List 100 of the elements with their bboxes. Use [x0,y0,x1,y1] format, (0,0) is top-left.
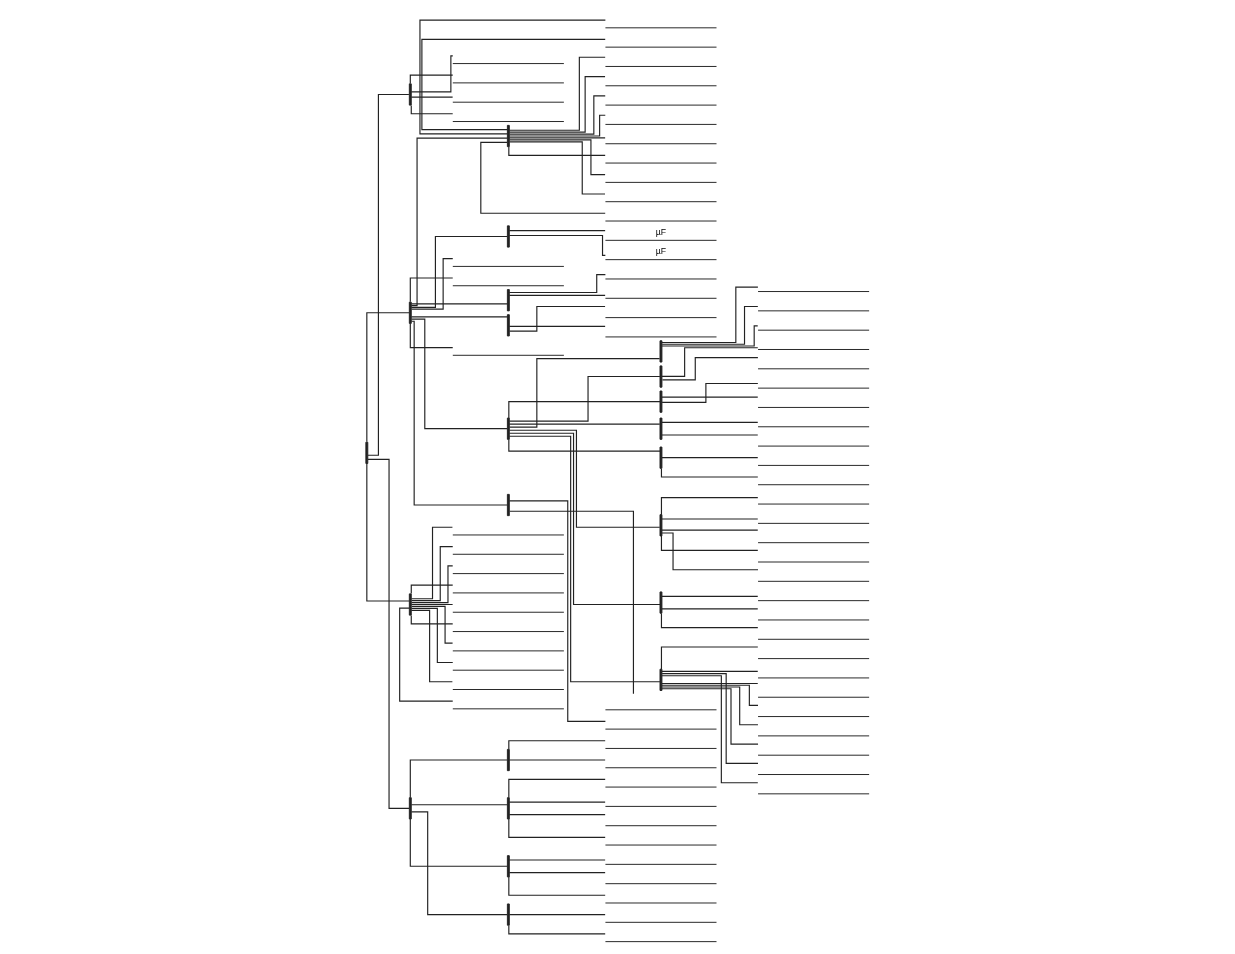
node-line [452,708,565,710]
connector [411,545,454,602]
node-line [757,445,870,447]
connector [661,357,759,381]
connector [508,139,606,176]
node-line [604,297,717,299]
node-line [452,611,565,613]
connector [660,535,759,551]
connector [410,811,508,916]
node-bar [506,289,510,312]
connector [410,316,508,318]
connector [409,323,454,349]
connector [409,277,454,303]
connector [661,608,759,610]
connector [480,141,606,214]
node-bar [408,83,412,106]
connector [367,458,410,809]
node-line [604,201,717,203]
node-line [452,689,565,690]
node-line [604,883,717,885]
node-line [604,220,717,222]
node-line [452,82,565,84]
node-line [604,143,717,145]
connector [410,55,454,93]
connector [419,19,606,135]
connector [509,358,661,428]
node-line [604,863,717,865]
node-bar [659,340,663,363]
connector [660,468,759,478]
connector [660,497,759,516]
node-line [452,573,565,575]
node-line [604,162,717,164]
node-line [452,265,565,267]
node-line [604,104,717,106]
connector [661,675,759,784]
connector [399,607,454,702]
node-line [452,592,565,594]
connector [661,595,759,597]
connector [410,609,453,683]
node-line [757,619,870,621]
node-bar [408,301,412,324]
node-line [757,638,870,640]
connector [508,914,606,916]
connector [410,804,508,806]
node-line [452,121,565,122]
connector [410,96,454,98]
node-bar [506,225,510,248]
node-line [452,650,565,652]
connector [508,429,661,528]
connector [661,382,759,403]
node-line [452,354,565,356]
node-bar [506,797,510,820]
connector [508,778,606,799]
connector [508,56,606,131]
connector [508,274,606,294]
node-line [757,329,870,331]
node-line [757,349,870,350]
node-line [757,503,870,505]
node-bar [659,390,663,413]
node-text: µF [655,246,667,257]
node-bar [659,591,663,614]
node-bar [659,417,663,440]
connector [661,518,759,520]
connector [508,872,606,874]
node-line [604,317,717,319]
node-line [452,669,565,671]
connector [508,814,606,816]
node-line [604,941,717,943]
node-bar [659,514,663,537]
connector [410,137,508,307]
connector [410,565,454,604]
connector [660,612,759,629]
connector [410,320,508,506]
node-bar [659,365,663,388]
connector [508,95,606,135]
connector [509,510,635,695]
node-line [604,123,717,125]
connector [508,325,606,327]
node-line [757,580,870,582]
connector [661,457,759,459]
connector [508,146,606,156]
connector [410,603,454,606]
node-line [604,181,717,183]
node-line [604,786,717,788]
node-bar [506,314,510,337]
node-line [757,793,870,795]
connector [410,235,508,308]
node-line [757,735,870,737]
connector [661,686,759,726]
connector [661,532,759,571]
connector [410,526,453,600]
connector [410,104,454,115]
node-line [604,336,717,338]
node-line [604,902,717,904]
connector [366,462,410,602]
node-line [604,65,717,67]
connector [661,325,759,347]
connector [661,673,759,764]
connector [410,614,454,625]
node-line [757,387,870,389]
